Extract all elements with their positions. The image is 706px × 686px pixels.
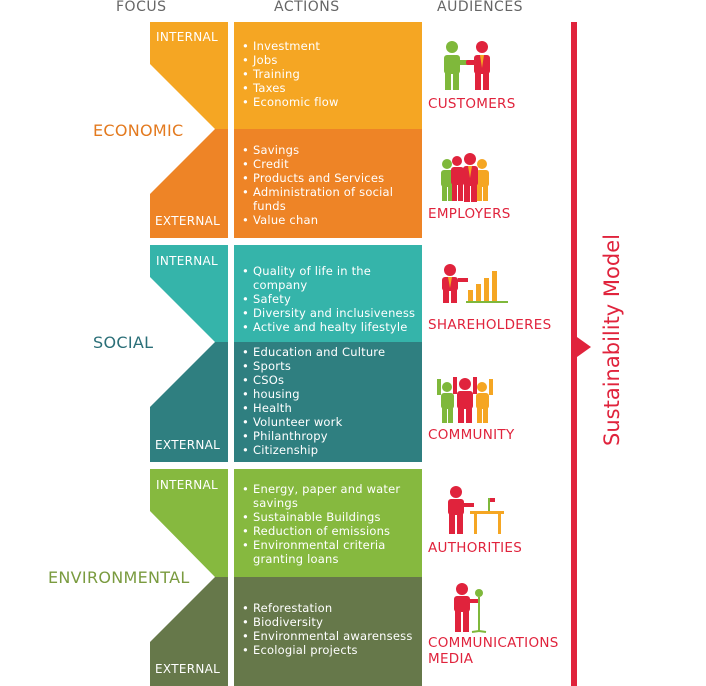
- arrow-right-icon: [577, 337, 591, 357]
- environmental-external-label: EXTERNAL: [155, 662, 221, 676]
- action-item: Citizenship: [242, 443, 416, 457]
- action-item: housing: [242, 387, 416, 401]
- social-internal-label: INTERNAL: [156, 254, 219, 268]
- action-item: Credit: [242, 157, 416, 171]
- audience-authorities: AUTHORITIES: [428, 540, 523, 556]
- economic-external-actions: Savings Credit Products and Services Adm…: [234, 129, 422, 238]
- social-external-actions: Education and Culture Sports CSOs housin…: [234, 342, 422, 462]
- action-item: Investment: [242, 39, 416, 53]
- environmental-external-chevron: [150, 577, 228, 686]
- action-item: Environmental awarensess: [242, 629, 416, 643]
- action-item: Education and Culture: [242, 345, 416, 359]
- economic-external-label: EXTERNAL: [155, 214, 221, 228]
- action-item: Health: [242, 401, 416, 415]
- action-item: Diversity and inclusiveness: [242, 306, 416, 320]
- cheering-people-icon: [437, 377, 493, 423]
- economic-internal-label: INTERNAL: [156, 30, 219, 44]
- audiences-header: AUDIENCES: [437, 0, 524, 15]
- action-item: Value chan: [242, 213, 416, 227]
- economic-external-chevron: [150, 129, 228, 238]
- economic-internal-actions: Investment Jobs Training Taxes Economic …: [234, 22, 422, 129]
- economic-internal-chevron: [150, 22, 228, 181]
- audience-shareholderes: SHAREHOLDERES: [428, 317, 552, 333]
- actions-header: ACTIONS: [274, 0, 340, 15]
- action-item: Energy, paper and water savings: [242, 482, 416, 510]
- environmental-internal-chevron: [150, 469, 228, 636]
- action-item: Active and healty lifestyle: [242, 320, 416, 334]
- action-item: Products and Services: [242, 171, 416, 185]
- person-bar-chart-icon: [442, 264, 508, 303]
- action-item: Environmental criteria granting loans: [242, 538, 416, 566]
- action-item: Reduction of emissions: [242, 524, 416, 538]
- action-item: Safety: [242, 292, 416, 306]
- action-item: Biodiversity: [242, 615, 416, 629]
- focus-header: FOCUS: [116, 0, 167, 15]
- action-item: Reforestation: [242, 601, 416, 615]
- action-item: Economic flow: [242, 95, 416, 109]
- action-item: Volunteer work: [242, 415, 416, 429]
- category-social: SOCIAL: [93, 333, 154, 352]
- social-internal-chevron: [150, 245, 228, 400]
- action-item: Philanthropy: [242, 429, 416, 443]
- person-microphone-icon: [454, 583, 487, 633]
- social-external-chevron: [150, 342, 228, 462]
- environmental-external-actions: Reforestation Biodiversity Environmental…: [234, 577, 422, 686]
- audience-communications-media: COMMUNICATIONS MEDIA: [428, 635, 559, 667]
- action-item: Sports: [242, 359, 416, 373]
- action-item: Administration of social funds: [242, 185, 416, 213]
- environmental-internal-actions: Energy, paper and water savings Sustaina…: [234, 469, 422, 577]
- action-item: Training: [242, 67, 416, 81]
- action-item: CSOs: [242, 373, 416, 387]
- focus-chevrons: [150, 22, 228, 686]
- social-internal-actions: Quality of life in the company Safety Di…: [234, 245, 422, 342]
- action-item: Jobs: [242, 53, 416, 67]
- category-environmental: ENVIRONMENTAL: [48, 568, 190, 587]
- person-at-desk-icon: [448, 486, 504, 534]
- action-item: Savings: [242, 143, 416, 157]
- action-item: Ecologial projects: [242, 643, 416, 657]
- handshake-people-icon: [444, 41, 490, 90]
- sustainability-model-title: Sustainability Model: [600, 234, 624, 446]
- action-item: Taxes: [242, 81, 416, 95]
- group-people-icon: [441, 153, 489, 202]
- social-external-label: EXTERNAL: [155, 438, 221, 452]
- category-economic: ECONOMIC: [93, 121, 184, 140]
- audience-employers: EMPLOYERS: [428, 206, 511, 222]
- action-item: Sustainable Buildings: [242, 510, 416, 524]
- sustainability-bar: [571, 22, 577, 686]
- environmental-internal-label: INTERNAL: [156, 478, 219, 492]
- action-item: Quality of life in the company: [242, 264, 416, 292]
- audience-community: COMMUNITY: [428, 427, 515, 443]
- audience-customers: CUSTOMERS: [428, 96, 516, 112]
